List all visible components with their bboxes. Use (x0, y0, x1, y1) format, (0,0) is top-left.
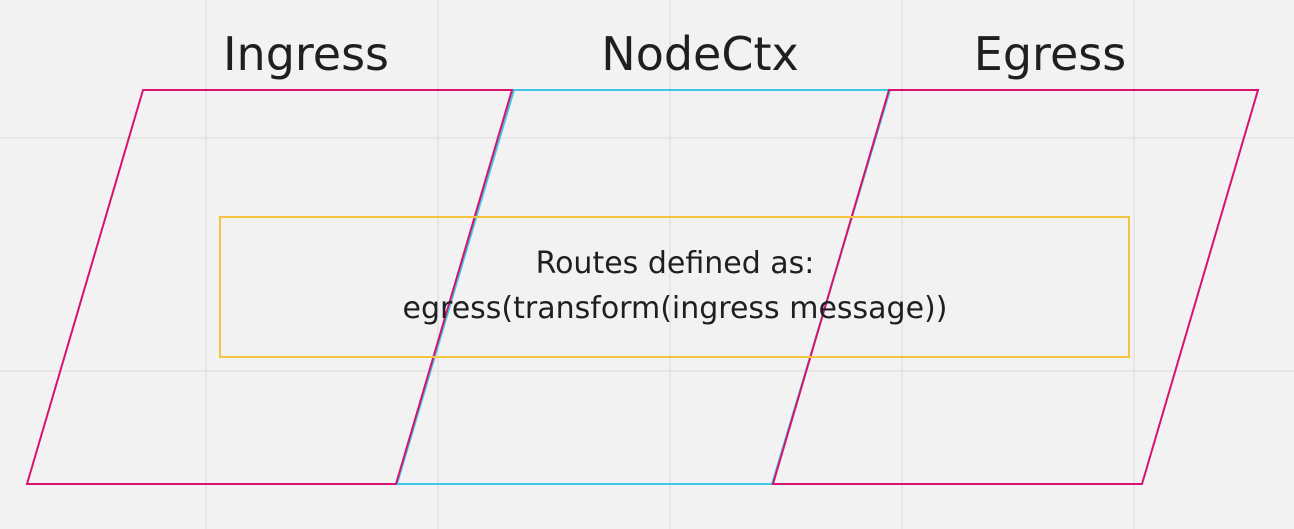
ingress-label: Ingress (223, 27, 389, 81)
egress-parallelogram[interactable] (771, 89, 1260, 485)
routes-note-box[interactable] (219, 216, 1130, 358)
routes-note-line2: egress(transform(ingress message)) (403, 291, 948, 326)
nodectx-parallelogram[interactable] (395, 89, 892, 485)
nodectx-label: NodeCtx (601, 27, 798, 81)
ingress-parallelogram[interactable] (25, 89, 514, 485)
routes-note-line1: Routes defined as: (536, 246, 815, 281)
egress-label: Egress (974, 27, 1126, 81)
